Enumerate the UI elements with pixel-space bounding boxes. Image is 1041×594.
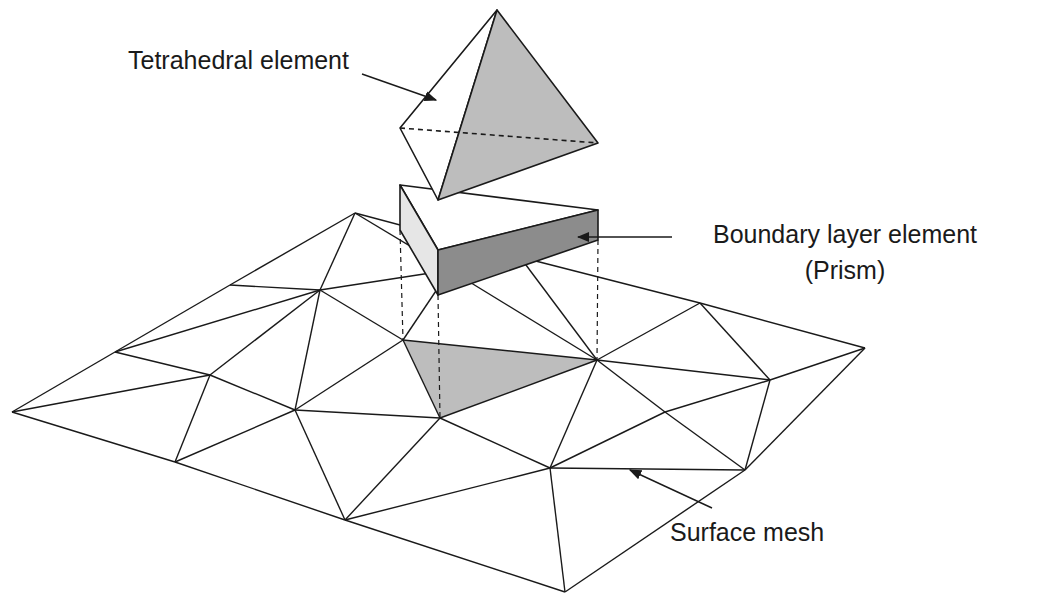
mesh-edge xyxy=(295,290,320,410)
mesh-edge xyxy=(345,520,565,592)
mesh-edge xyxy=(345,468,550,520)
mesh-edge xyxy=(295,340,403,410)
mesh-edge xyxy=(115,352,210,375)
mesh-edge xyxy=(700,303,770,380)
mesh-edge xyxy=(115,285,230,352)
mesh-edge xyxy=(550,468,565,592)
mesh-edge xyxy=(550,412,665,468)
leader-arrow xyxy=(362,74,436,100)
mesh-edge xyxy=(175,410,295,462)
mesh-edge xyxy=(550,468,745,470)
mesh-edge xyxy=(320,290,403,340)
leader-arrow xyxy=(578,236,672,237)
mesh-edge xyxy=(745,348,865,470)
mesh-edge xyxy=(770,348,865,380)
mesh-edge xyxy=(520,257,700,303)
mesh-edge xyxy=(665,412,745,470)
mesh-edge xyxy=(230,213,355,285)
mesh-edge xyxy=(210,290,320,375)
prism-side xyxy=(400,185,438,295)
mesh-edge xyxy=(175,462,345,520)
projection-line xyxy=(438,295,440,418)
projection-line xyxy=(400,230,403,340)
mesh-edge xyxy=(550,360,597,468)
prism-front xyxy=(438,210,598,295)
projection-line xyxy=(597,240,598,360)
mesh-edge xyxy=(295,410,345,520)
tetra-face-shaded xyxy=(438,10,598,200)
mesh-edge xyxy=(665,380,770,412)
mesh-edge xyxy=(597,360,665,412)
mesh-edge xyxy=(115,290,320,352)
hidden-edge xyxy=(400,128,598,143)
tetrahedron xyxy=(400,10,598,200)
mesh-edge xyxy=(440,418,550,468)
mesh-edge xyxy=(745,380,770,470)
mesh-edge xyxy=(440,360,597,418)
part-label: Boundary layer element (Prism) xyxy=(680,216,1010,289)
part-label: Surface mesh xyxy=(670,514,824,550)
leader-arrow xyxy=(630,470,712,508)
mesh-edge xyxy=(295,410,440,418)
mesh-edge xyxy=(700,303,865,348)
mesh-edge xyxy=(345,418,440,520)
mesh-edge xyxy=(597,360,770,380)
mesh-edge xyxy=(12,412,175,462)
mesh-edge xyxy=(320,213,355,290)
mesh-edge xyxy=(520,257,597,360)
mesh-edge xyxy=(12,375,210,412)
base-triangle xyxy=(403,340,597,418)
mesh-edge xyxy=(210,375,295,410)
part-label: Tetrahedral element xyxy=(128,42,349,78)
mesh-edge xyxy=(597,303,700,360)
mesh-edge xyxy=(230,285,320,290)
prism xyxy=(400,185,598,295)
mesh-edge xyxy=(403,340,440,418)
